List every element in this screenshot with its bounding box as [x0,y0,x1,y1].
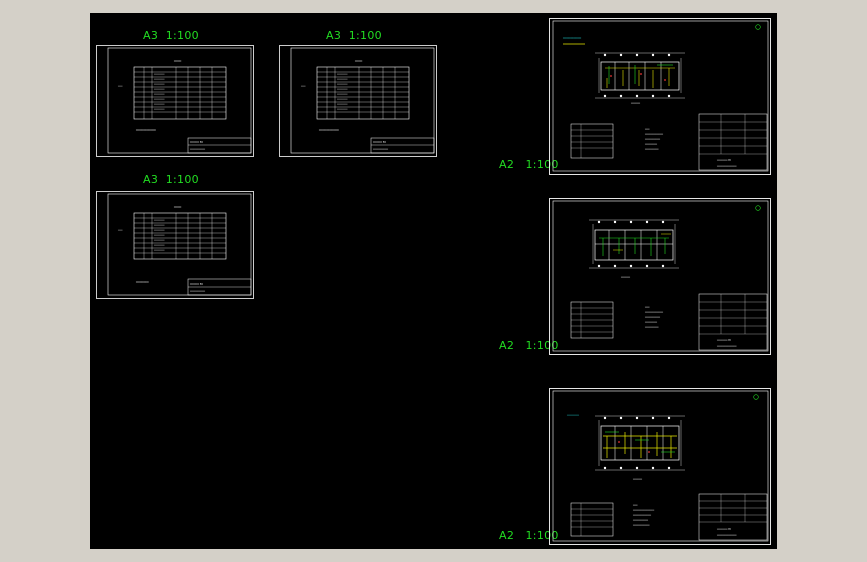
a2-drawing-sheet-3[interactable]: ════════ [549,388,771,545]
svg-text:══════: ══════ [632,478,643,481]
svg-text:═════════: ═════════ [644,148,659,151]
svg-text:═══: ═══ [644,128,650,131]
svg-text:═══════: ═══════ [153,98,165,101]
a2-sheet-3-drawing: ════════ [549,388,771,545]
svg-text:═══════: ═══════ [336,83,348,86]
sheet-label-a3-3: A3 1:100 [143,173,199,186]
sheet-label-a3-2: A3 1:100 [326,29,382,42]
sheet-label-a2-3: A2 1:100 [499,529,559,542]
svg-text:═══════: ═══════ [336,103,348,106]
svg-text:════: ════ [173,205,181,209]
svg-text:═══════: ═══════ [153,219,165,222]
svg-text:═══════ M: ═══════ M [716,527,731,531]
svg-text:═══════ M: ═══════ M [716,158,731,162]
a3-drawing-sheet-1[interactable]: ════ ═════════════════ ═════════════════… [96,45,254,157]
svg-text:═══════: ═══════ [336,108,348,111]
svg-text:══════════: ══════════ [189,148,206,151]
sheet-label-a2-1: A2 1:100 [499,158,559,171]
svg-text:═══════: ═══════ [153,239,165,242]
svg-text:═══════: ═══════ [153,88,165,91]
a3-drawing-sheet-3[interactable]: ════ ═════════════════ ═════════════════… [96,191,254,299]
svg-text:════════: ════════ [644,321,658,324]
a3-drawing-sheet-2[interactable]: ════ ═════════════════ ═════════════════… [279,45,437,157]
svg-text:══════════: ══════════ [372,148,389,151]
svg-text:══════: ══════ [620,276,631,279]
svg-text:══════════: ══════════ [644,316,661,319]
svg-text:════════════: ════════════ [644,311,664,314]
svg-text:═══════: ═══════ [153,83,165,86]
svg-text:═══════: ═══════ [336,73,348,76]
cad-model-space[interactable]: A3 1:100 A3 1:100 A3 1:100 A2 1:100 A2 1… [90,13,777,549]
svg-text:═══════: ═══════ [153,244,165,247]
svg-text:════════: ════════ [566,414,580,417]
svg-text:══════: ══════ [630,102,641,105]
svg-text:═══: ═══ [117,85,123,88]
svg-text:═══════: ═══════ [153,108,165,111]
svg-text:═══════: ═══════ [153,229,165,232]
svg-text:══════════════: ══════════════ [632,509,655,512]
svg-text:═══════: ═══════ [153,249,165,252]
svg-text:══════════: ══════════ [644,138,661,141]
svg-text:═══════: ═══════ [153,234,165,237]
svg-text:═══════: ═══════ [336,93,348,96]
svg-text:════: ════ [173,59,181,63]
svg-text:═══════ M: ═══════ M [716,338,731,342]
sheet-label-a3-1: A3 1:100 [143,29,199,42]
svg-text:════════════: ════════════ [644,133,664,136]
a3-sheet-2-drawing: ════ ═════════════════ ═════════════════… [279,45,437,157]
svg-text:═══════: ═══════ [153,78,165,81]
svg-text:══════════: ══════════ [562,36,581,40]
svg-text:═════ M: ═════ M [189,140,203,144]
svg-text:═══: ═══ [117,229,123,232]
a3-sheet-1-drawing: ════ ═════════════════ ═════════════════… [96,45,254,157]
a2-drawing-sheet-2[interactable]: ══════ ═════════════════════════ ═══════… [549,198,771,355]
svg-text:═════════: ═════════ [644,326,659,329]
svg-text:═══════════: ═══════════ [632,524,650,527]
svg-text:════: ════ [354,59,362,63]
svg-text:═════ M: ═════ M [372,140,386,144]
sheet-label-a2-2: A2 1:100 [499,339,559,352]
svg-text:═════════════: ═════════════ [716,165,737,168]
svg-text:═════════════: ═════════════ [716,345,737,348]
svg-text:═══════════: ═══════════ [135,128,156,132]
svg-text:═══════: ═══════ [153,73,165,76]
svg-text:═════ M: ═════ M [189,282,203,286]
svg-text:═══════: ═══════ [336,98,348,101]
svg-text:══════════: ══════════ [632,519,649,522]
svg-text:═══════: ═══════ [153,93,165,96]
svg-text:═══════: ═══════ [153,103,165,106]
a2-sheet-2-drawing: ══════ ═════════════════════════ ═══════… [549,198,771,355]
svg-text:═══════: ═══════ [135,280,149,284]
svg-text:══════════: ══════════ [189,290,206,293]
svg-text:═══: ═══ [632,504,638,507]
svg-text:════════: ════════ [644,143,658,146]
a2-drawing-sheet-1[interactable]: ══════════ [549,18,771,175]
svg-text:═════════════: ═════════════ [716,534,737,537]
svg-text:═══════: ═══════ [153,224,165,227]
svg-text:═══════════: ═══════════ [318,128,339,132]
a3-sheet-3-drawing: ════ ═════════════════ ═════════════════… [96,191,254,299]
svg-text:═══: ═══ [300,85,306,88]
svg-text:═══════: ═══════ [336,88,348,91]
svg-text:═══════: ═══════ [336,78,348,81]
svg-text:═══: ═══ [644,306,650,309]
svg-text:════════════: ════════════ [632,514,652,517]
a2-sheet-1-drawing: ══════════ [549,18,771,175]
